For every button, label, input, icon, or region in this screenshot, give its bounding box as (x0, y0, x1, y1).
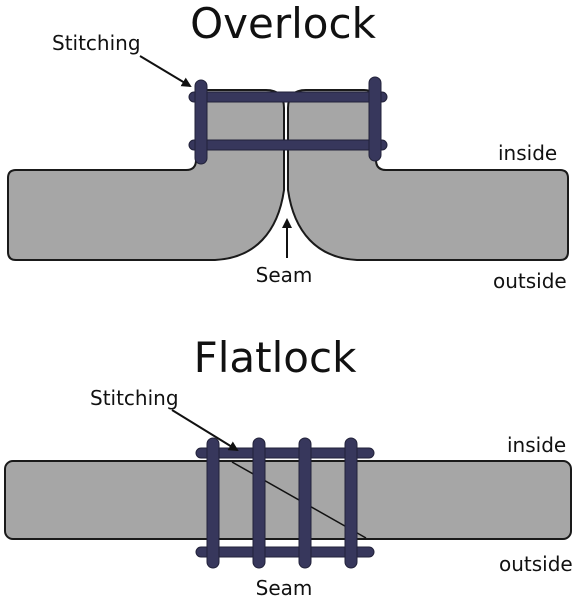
overlock-right-fabric (287, 89, 569, 261)
flatlock-stitch-3 (298, 437, 312, 569)
overlock-section: Overlock Stitching Seam inside outside (7, 0, 569, 293)
flatlock-section: Flatlock Stitching Seam inside outside (4, 333, 573, 600)
flatlock-stitch-top (195, 447, 375, 459)
overlock-stitching-arrow (139, 55, 192, 88)
overlock-stitching-label: Stitching (52, 31, 141, 55)
flatlock-title: Flatlock (194, 333, 357, 382)
overlock-stitch-top (188, 91, 388, 103)
flatlock-stitching-arrow (171, 409, 239, 452)
flatlock-fabric (4, 460, 572, 540)
overlock-outside-label: outside (493, 269, 567, 293)
overlock-stitch-bottom (188, 139, 388, 151)
overlock-title: Overlock (190, 0, 376, 48)
overlock-seam-label: Seam (256, 263, 313, 287)
overlock-left-fabric (7, 89, 285, 261)
overlock-inside-label: inside (498, 141, 557, 165)
overlock-stitching (188, 76, 388, 165)
flatlock-outside-label: outside (499, 552, 573, 576)
flatlock-stitch-4 (344, 437, 358, 569)
flatlock-stitching (195, 437, 375, 569)
overlock-stitch-right (368, 76, 382, 162)
flatlock-inside-label: inside (507, 433, 566, 457)
flatlock-stitch-1 (206, 437, 220, 569)
flatlock-stitch-bottom (195, 546, 375, 558)
overlock-stitch-left (194, 79, 208, 165)
flatlock-stitching-label: Stitching (90, 386, 179, 410)
flatlock-seam-label: Seam (256, 576, 313, 600)
flatlock-stitch-2 (252, 437, 266, 569)
